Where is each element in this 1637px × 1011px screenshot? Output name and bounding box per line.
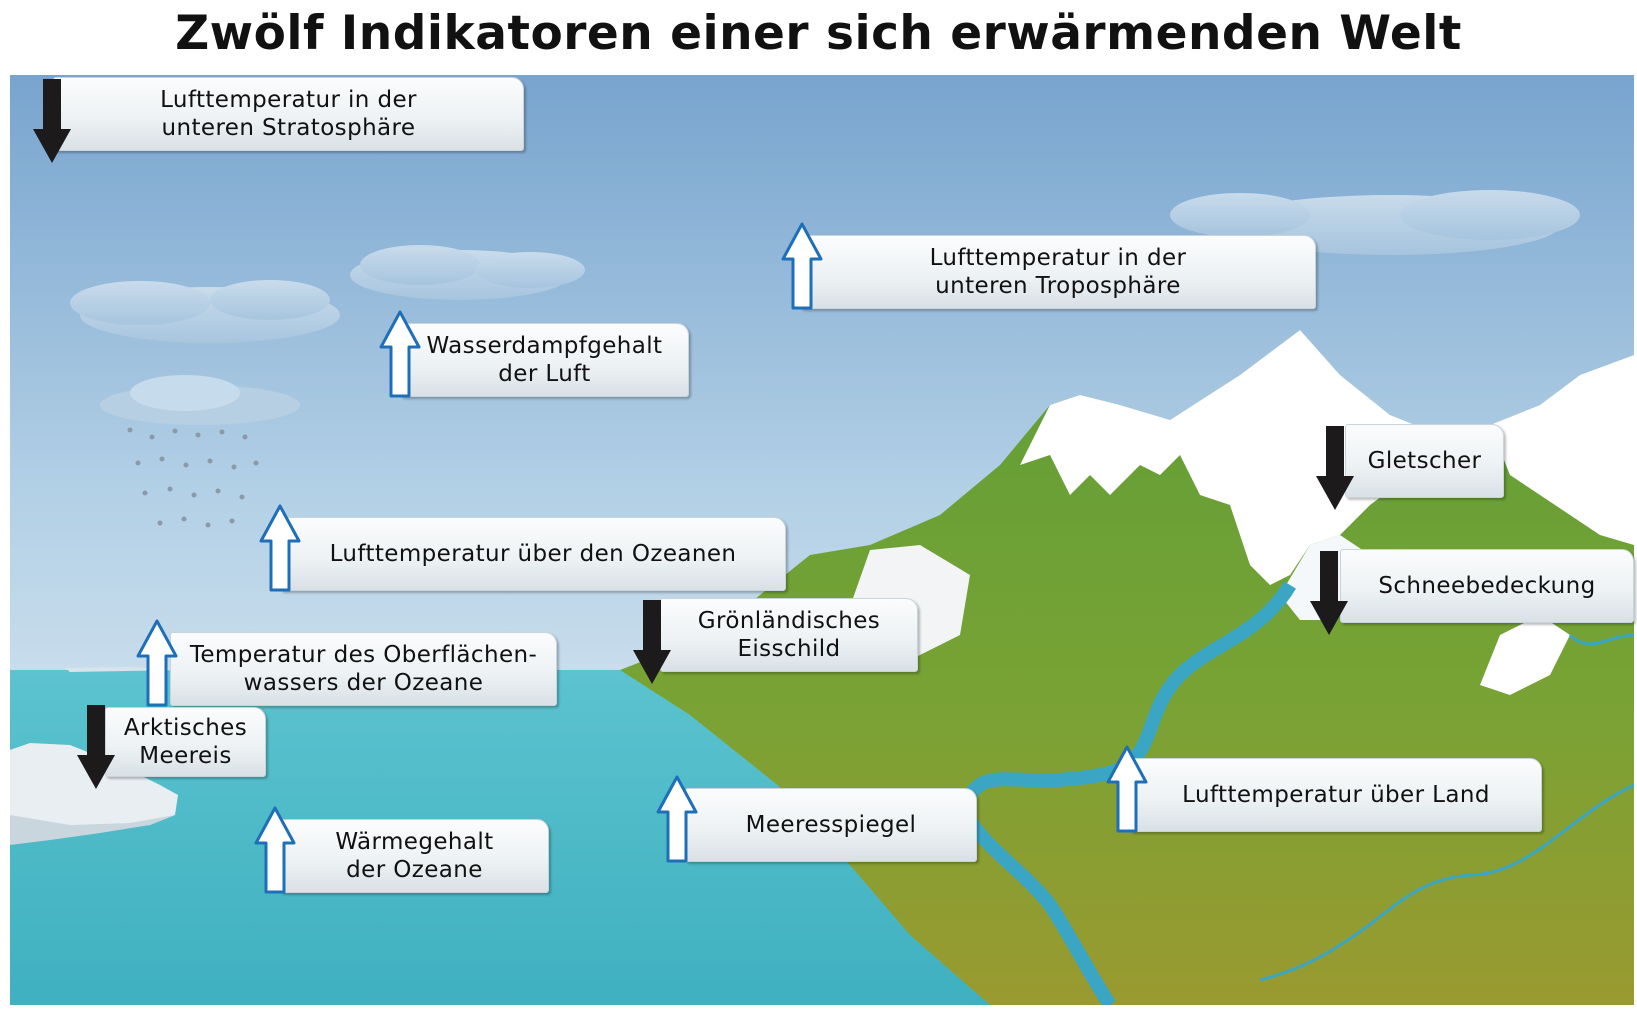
arrow-up-icon: [254, 806, 296, 894]
arrow-down-icon: [633, 600, 671, 684]
indicator-label-snow-cover: Schneebedeckung: [1340, 549, 1634, 623]
river: [959, 581, 1297, 1005]
arrow-down-icon: [77, 705, 115, 789]
indicator-label-air-over-oceans: Lufttemperatur über den Ozeanen: [280, 517, 786, 591]
arrow-down-icon: [1310, 551, 1348, 635]
indicator-label-greenland: Grönländisches Eisschild: [660, 598, 918, 672]
indicator-label-sea-level: Meeresspiegel: [685, 788, 977, 862]
snow-cap: [1020, 330, 1440, 585]
indicator-label-troposphere: Lufttemperatur in der unteren Troposphär…: [800, 235, 1316, 309]
distant-ice: [65, 667, 180, 672]
page-title: Zwölf Indikatoren einer sich erwärmenden…: [175, 6, 1462, 61]
indicator-label-arctic-sea-ice: Arktisches Meereis: [105, 707, 266, 777]
indicator-label-glaciers: Gletscher: [1345, 424, 1504, 498]
indicator-label-air-over-land: Lufttemperatur über Land: [1130, 758, 1542, 832]
indicator-label-ocean-heat: Wärmegehalt der Ozeane: [280, 819, 549, 893]
arrow-up-icon: [656, 775, 698, 863]
climate-scene: Lufttemperatur in der unteren Stratosphä…: [10, 75, 1634, 1005]
snow-patch-lower: [1480, 615, 1570, 695]
sea-ice-floe: [10, 743, 178, 840]
indicator-label-sea-surface: Temperatur des Oberflächen- wassers der …: [170, 632, 557, 706]
arrow-up-icon: [781, 222, 823, 310]
arrow-up-icon: [1106, 745, 1148, 833]
stream-top: [1568, 633, 1634, 646]
arrow-up-icon: [379, 310, 421, 398]
arrow-up-icon: [136, 619, 178, 707]
arrow-up-icon: [259, 504, 301, 592]
indicator-label-stratosphere: Lufttemperatur in der unteren Stratosphä…: [53, 77, 524, 151]
snow-patch: [1490, 355, 1634, 545]
rain-cloud-icon: [100, 375, 300, 528]
arrow-down-icon: [33, 79, 71, 163]
cloud-icon: [70, 190, 1580, 343]
indicator-label-water-vapour: Wasserdampfgehalt der Luft: [400, 323, 689, 397]
stream: [1259, 783, 1634, 982]
arrow-down-icon: [1316, 426, 1354, 510]
sea-ice-shadow: [10, 815, 175, 845]
